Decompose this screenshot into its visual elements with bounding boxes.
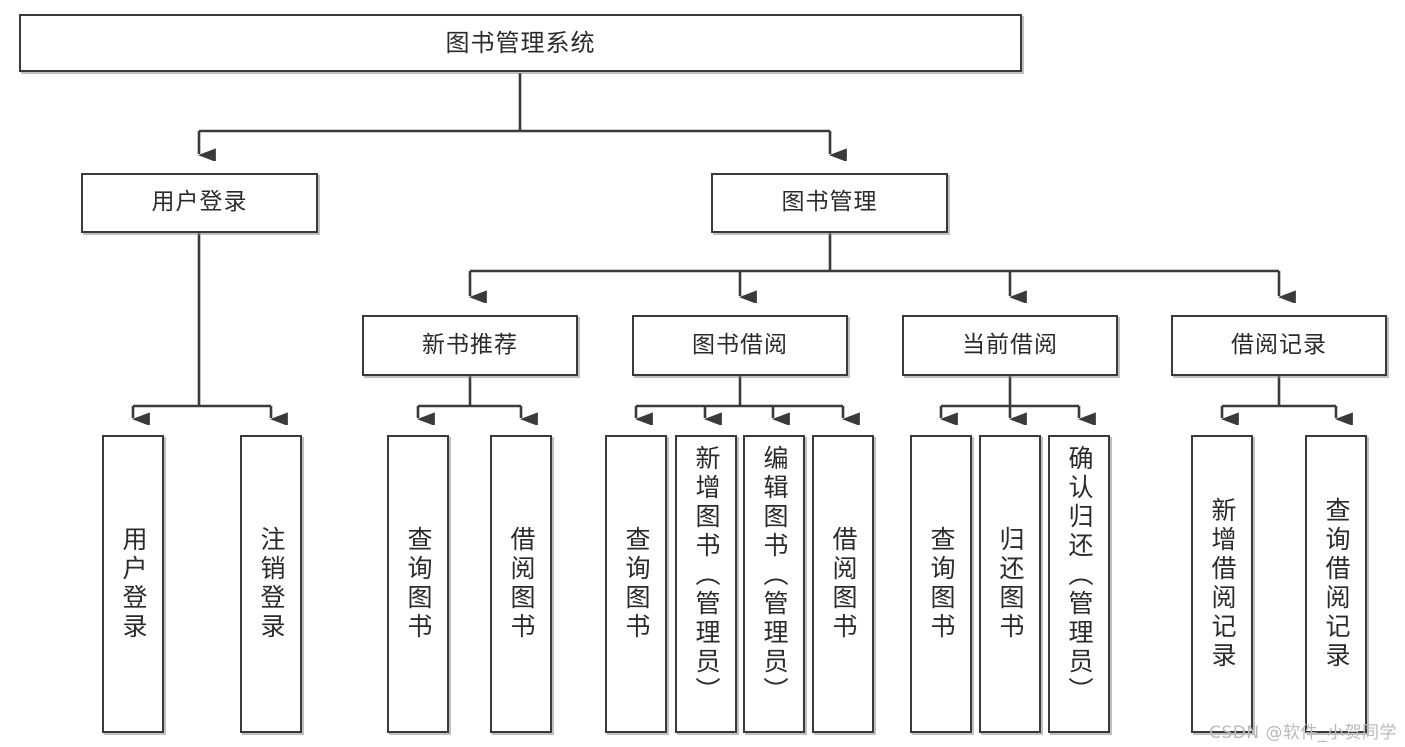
node-user-login[interactable]: 用户登录 <box>81 173 318 233</box>
leaf-label: 注销登录 <box>257 526 286 642</box>
node-book-borrow[interactable]: 图书借阅 <box>632 315 848 376</box>
node-label: 图书借阅 <box>692 331 788 358</box>
leaf-bb-borrow-book[interactable]: 借阅图书 <box>812 435 874 733</box>
node-label: 当前借阅 <box>962 331 1058 358</box>
node-root-book-management-system[interactable]: 图书管理系统 <box>19 14 1022 72</box>
watermark-csdn: CSDN @软件_小贺同学 <box>1209 723 1397 743</box>
node-label: 用户登录 <box>151 189 248 216</box>
leaf-label: 借阅图书 <box>829 526 858 642</box>
leaf-br-add-record[interactable]: 新增借阅记录 <box>1191 435 1253 733</box>
node-label: 图书管理 <box>781 189 878 216</box>
node-borrow-record[interactable]: 借阅记录 <box>1171 315 1387 376</box>
leaf-label: 归还图书 <box>996 526 1025 642</box>
leaf-user-login[interactable]: 用户登录 <box>102 435 164 733</box>
node-label: 图书管理系统 <box>445 28 596 57</box>
leaf-cb-return-book[interactable]: 归还图书 <box>979 435 1041 733</box>
leaf-label: 确认归还（管理员） <box>1065 445 1094 706</box>
node-label: 借阅记录 <box>1231 331 1327 358</box>
leaf-label: 用户登录 <box>119 526 148 642</box>
leaf-br-query-record[interactable]: 查询借阅记录 <box>1305 435 1367 733</box>
leaf-label: 新增图书（管理员） <box>692 445 721 706</box>
leaf-cb-query-book[interactable]: 查询图书 <box>910 435 972 733</box>
leaf-bb-edit-book-admin[interactable]: 编辑图书（管理员） <box>743 435 805 733</box>
leaf-bb-add-book-admin[interactable]: 新增图书（管理员） <box>675 435 737 733</box>
leaf-bb-query-book[interactable]: 查询图书 <box>605 435 667 733</box>
leaf-label: 查询借阅记录 <box>1322 497 1351 671</box>
node-new-book-recommend[interactable]: 新书推荐 <box>362 315 578 376</box>
leaf-label: 新增借阅记录 <box>1208 497 1237 671</box>
leaf-logout[interactable]: 注销登录 <box>240 435 302 733</box>
node-current-borrow[interactable]: 当前借阅 <box>902 315 1118 376</box>
leaf-label: 查询图书 <box>927 526 956 642</box>
leaf-nb-borrow-book[interactable]: 借阅图书 <box>490 435 552 733</box>
leaf-label: 借阅图书 <box>507 526 536 642</box>
leaf-label: 查询图书 <box>404 526 433 642</box>
node-book-management[interactable]: 图书管理 <box>711 173 948 233</box>
leaf-nb-query-book[interactable]: 查询图书 <box>387 435 449 733</box>
leaf-cb-confirm-return-admin[interactable]: 确认归还（管理员） <box>1048 435 1110 733</box>
leaf-label: 编辑图书（管理员） <box>760 445 789 706</box>
leaf-label: 查询图书 <box>622 526 651 642</box>
node-label: 新书推荐 <box>422 331 518 358</box>
